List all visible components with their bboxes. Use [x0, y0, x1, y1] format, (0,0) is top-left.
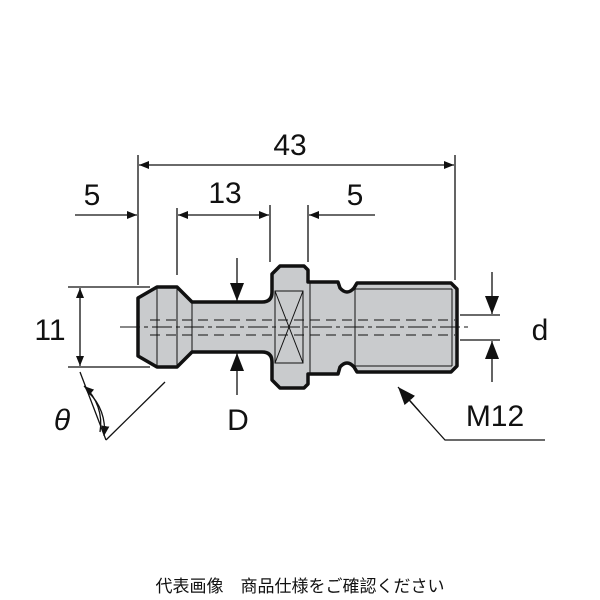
dim-bore-diameter: d [532, 314, 549, 347]
body-detail-lines [120, 282, 470, 374]
dim-neck-diameter: D [227, 404, 249, 437]
dimension-lines [75, 161, 545, 441]
dim-head-length: 5 [84, 179, 101, 212]
dim-head-diameter: 11 [34, 314, 65, 347]
dim-thread: M12 [466, 400, 524, 433]
dim-angle: θ [54, 404, 71, 437]
dim-neck-length: 13 [208, 177, 241, 210]
extension-lines [68, 155, 500, 368]
caption: 代表画像 商品仕様をご確認ください [155, 577, 445, 597]
dim-overall-length: 43 [273, 129, 306, 162]
dim-flange-length: 5 [347, 179, 364, 212]
